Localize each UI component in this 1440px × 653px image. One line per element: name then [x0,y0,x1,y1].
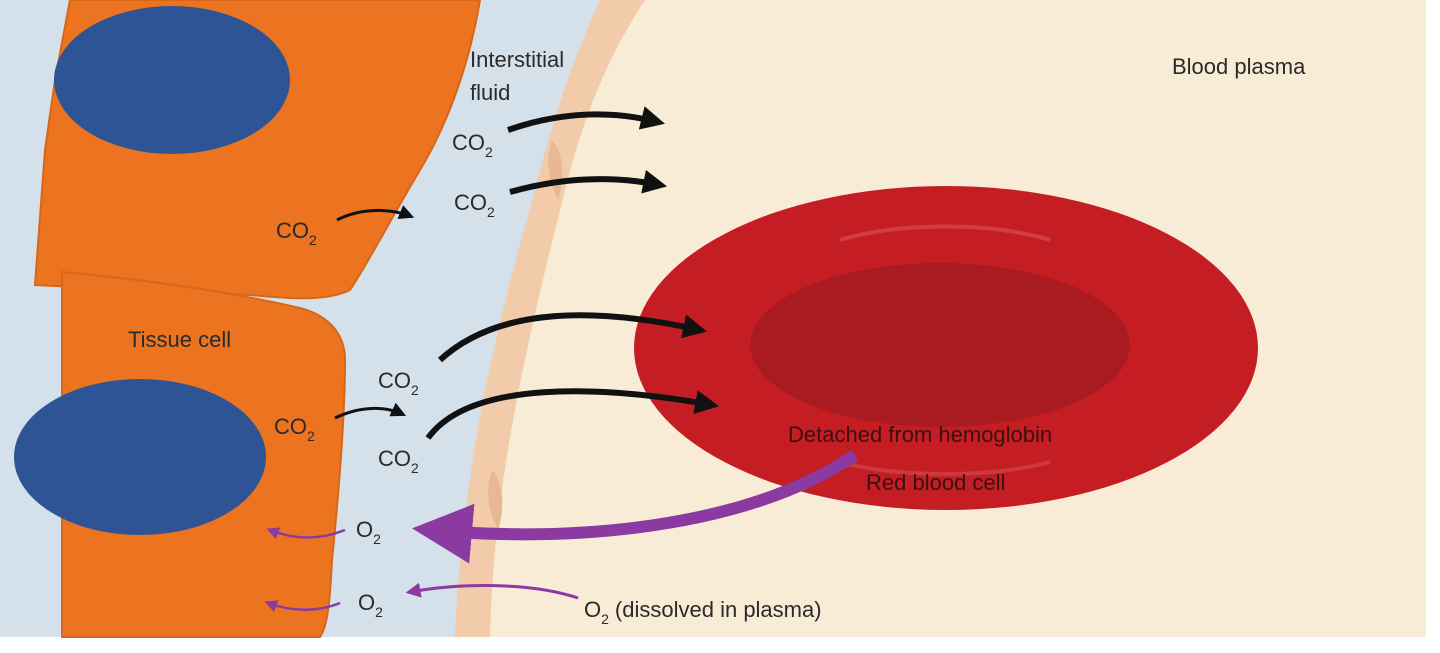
label-detached-from-hemoglobin: Detached from hemoglobin [788,422,1052,447]
o2-label: O2 [358,590,383,620]
white-bottom [0,637,1440,653]
co2-label: CO2 [378,446,419,476]
co2-label: CO2 [274,414,315,444]
co2-arrow-3 [437,312,708,363]
tissue-nucleus-upper [54,6,290,154]
label-tissue-cell: Tissue cell [128,327,231,352]
co2-label: CO2 [454,190,495,220]
label-blood-plasma: Blood plasma [1172,54,1306,79]
white-margin [1426,0,1440,653]
co2-arrow-4 [425,388,720,440]
co2-arrow-2 [509,169,668,195]
co2-label: CO2 [378,368,419,398]
co2-arrow-1 [507,106,665,133]
o2-label: O2 [356,517,381,547]
capillary-wall [455,0,645,637]
co2-label: CO2 [276,218,317,248]
o2-dissolved-label: O2(dissolved in plasma) [584,597,822,627]
o2-arrow-into-cell-upper [266,527,346,540]
rbc-highlight-bottom [839,460,1051,476]
label-interstitial-line1: Interstitial [470,47,564,72]
tissue-nucleus-lower [14,379,266,535]
rbc-highlight-top [839,224,1051,242]
co2-label: CO2 [452,130,493,160]
endothelial-nucleus-lower [488,470,503,530]
red-blood-cell-center [750,263,1130,427]
co2-arrow-small-lower [334,402,407,420]
label-red-blood-cell: Red blood cell [866,470,1005,495]
o2-arrow-into-cell-lower [264,600,341,612]
co2-arrow-small-upper [336,205,415,222]
endothelial-nucleus-upper [548,140,563,200]
label-interstitial-line2: fluid [470,80,510,105]
o2-arrow-large [412,450,859,564]
o2-arrow-dissolved [405,582,579,600]
